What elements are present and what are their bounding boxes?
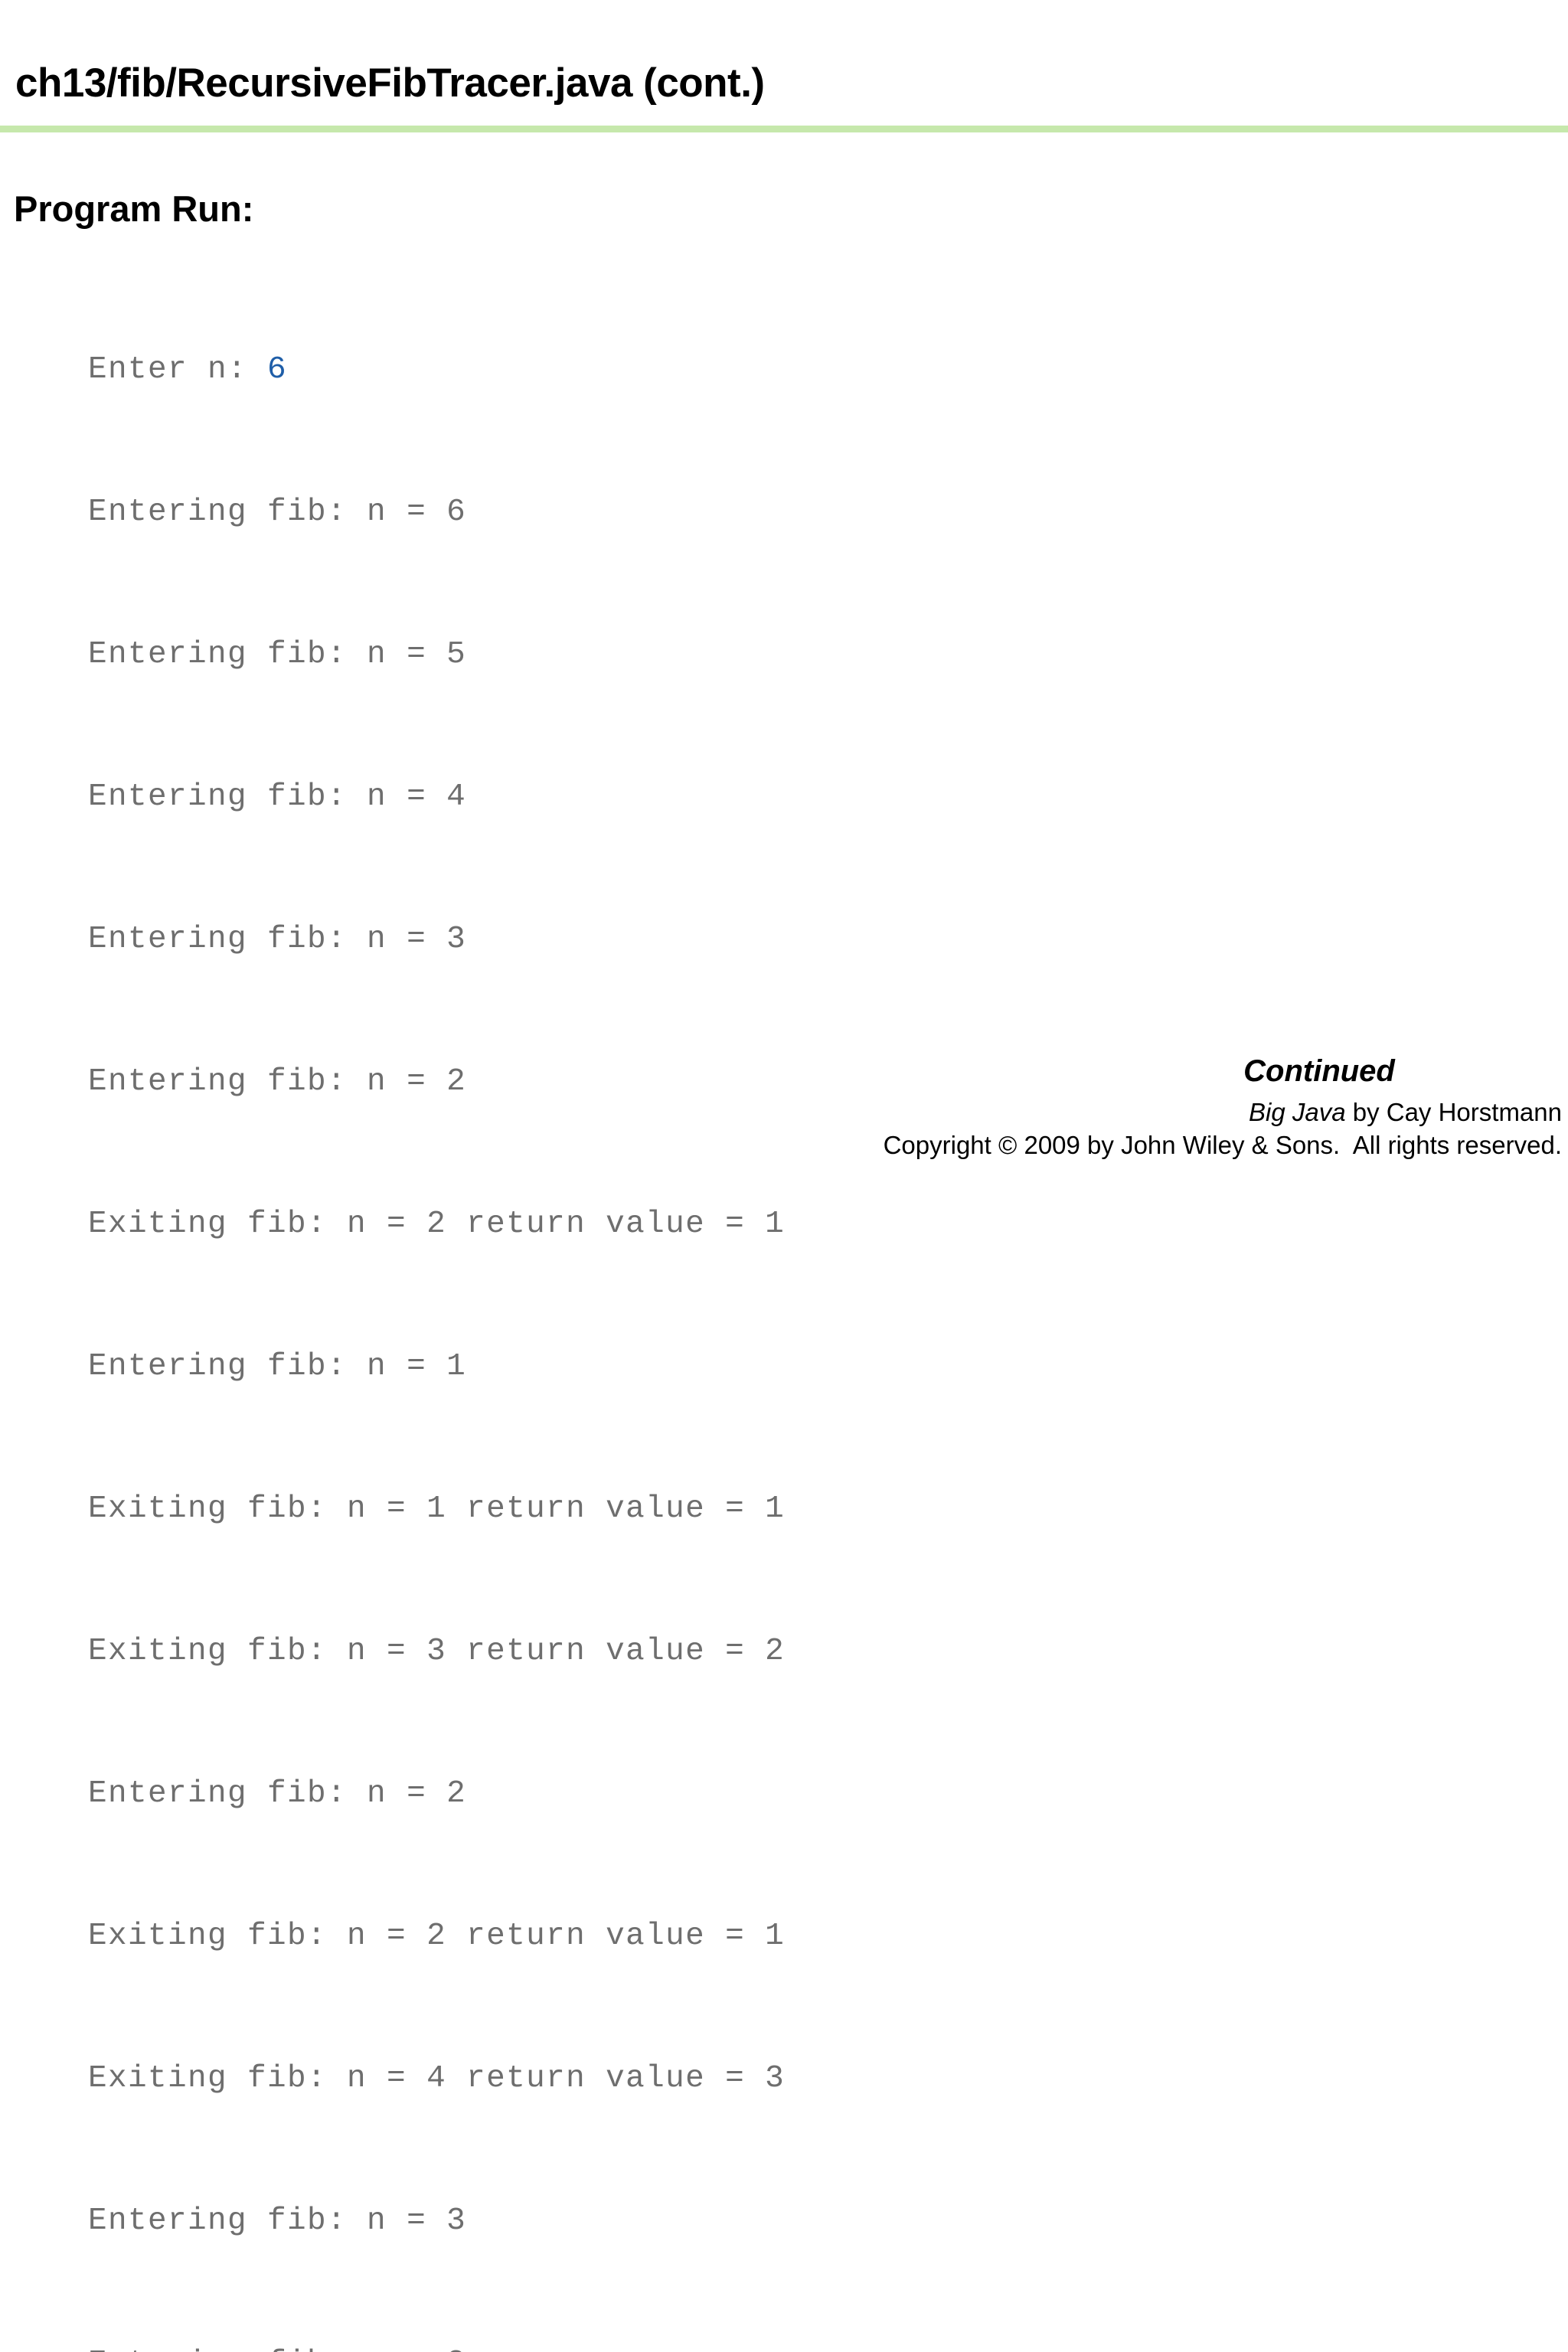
console-line: Entering fib: n = 1 (88, 1349, 467, 1384)
console-line: Exiting fib: n = 2 return value = 1 (88, 1207, 786, 1242)
continued-label: Continued (1243, 1054, 1395, 1088)
console-line: Entering fib: n = 2 (88, 1776, 467, 1811)
console-line: Exiting fib: n = 2 return value = 1 (88, 1919, 786, 1954)
console-line: Entering fib: n = 2 (88, 1064, 467, 1099)
console-prompt-text: Enter n: (88, 352, 268, 387)
book-title: Big Java (1248, 1098, 1346, 1126)
section-heading-program-run: Program Run: (14, 188, 254, 229)
console-line: Exiting fib: n = 1 return value = 1 (88, 1491, 786, 1527)
credit-author: by Cay Horstmann (1345, 1098, 1562, 1126)
credit-line: Big Java by Cay Horstmann (1249, 1098, 1562, 1127)
copyright-line: Copyright © 2009 by John Wiley & Sons. A… (883, 1131, 1562, 1159)
console-user-input: 6 (267, 352, 288, 387)
console-output-block: Enter n: 6 Entering fib: n = 6 Entering … (88, 251, 1390, 2352)
console-line: Entering fib: n = 2 (88, 2340, 1390, 2352)
console-line: Entering fib: n = 3 (88, 2203, 467, 2239)
console-line: Exiting fib: n = 3 return value = 2 (88, 1634, 786, 1669)
title-divider (0, 126, 1568, 132)
console-prompt-line: Enter n: 6 (88, 346, 1390, 394)
console-line: Entering fib: n = 4 (88, 779, 467, 815)
page-title: ch13/fib/RecursiveFibTracer.java (cont.) (15, 60, 765, 106)
console-line: Entering fib: n = 3 (88, 922, 467, 957)
console-line: Entering fib: n = 5 (88, 637, 467, 672)
console-line: Exiting fib: n = 4 return value = 3 (88, 2061, 786, 2096)
console-line: Entering fib: n = 6 (88, 495, 467, 530)
